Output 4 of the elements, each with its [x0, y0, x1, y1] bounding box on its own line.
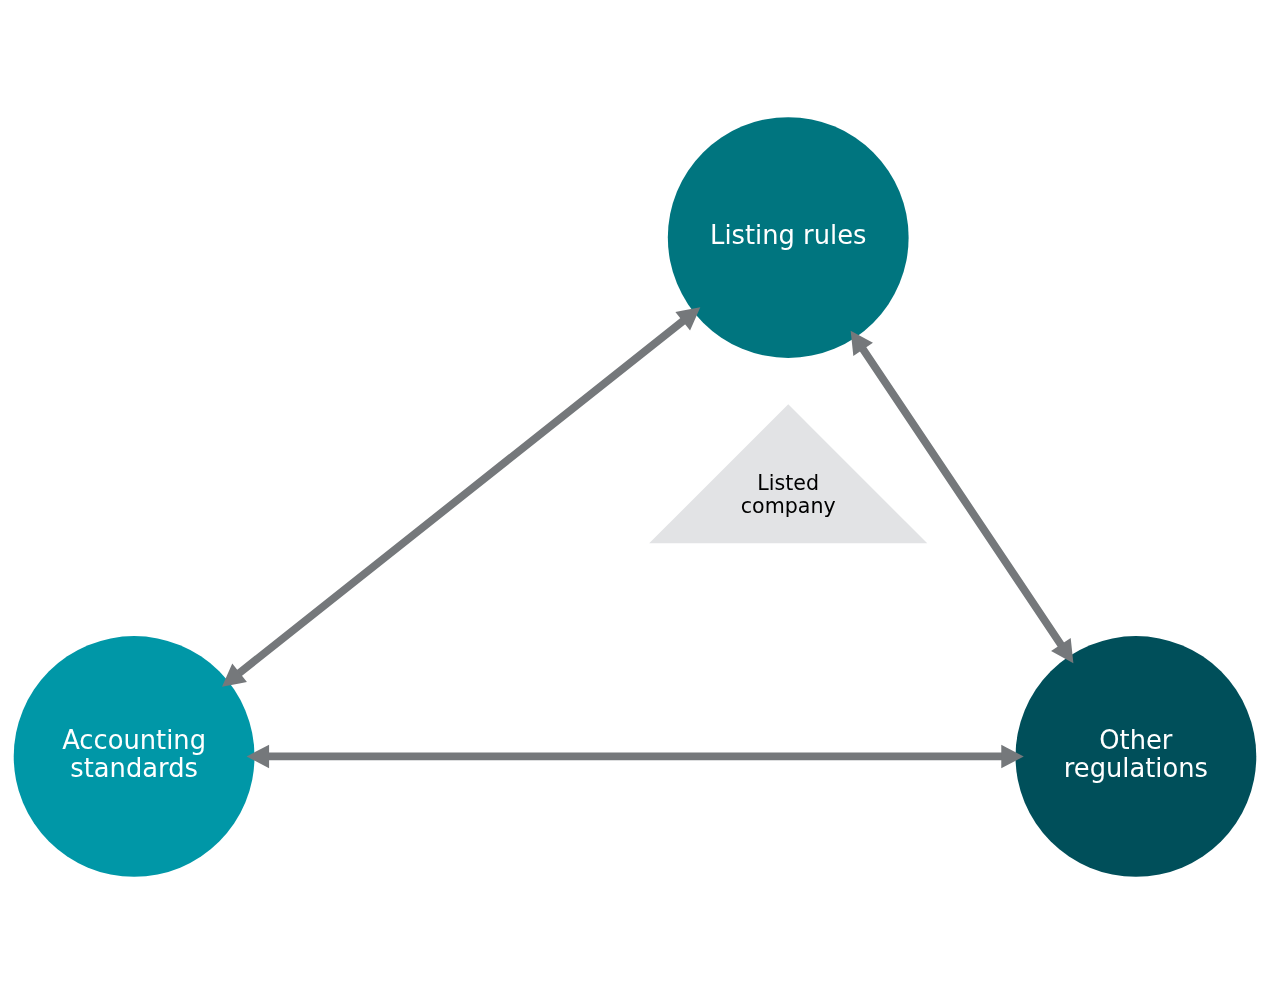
node-circle: Accounting standards [13, 635, 255, 877]
arrow [850, 330, 1074, 663]
arrow [246, 744, 1024, 768]
arrow [222, 306, 701, 687]
